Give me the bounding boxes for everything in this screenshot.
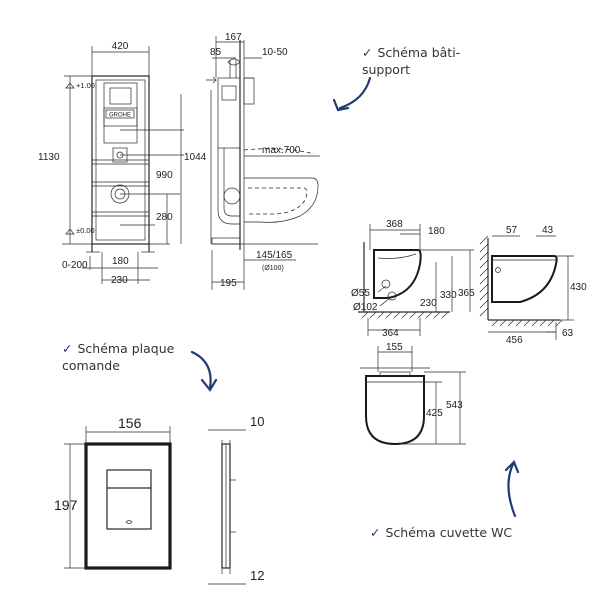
- frame-front-dimensions: 420 1130 +1.00 ±0.00 1044 990 280 180 23…: [38, 41, 212, 286]
- bowl-profile-view: 57 43 430 456 63: [479, 225, 587, 346]
- check-icon: ✓: [62, 341, 73, 356]
- bowl-caption-arrow: [507, 462, 517, 518]
- caption-plate-text: Schéma plaque comande: [62, 341, 175, 373]
- dim-plate-156: 156: [118, 415, 142, 431]
- dim-pipe-dia: (Ø100): [262, 265, 284, 272]
- dim-543: 543: [446, 400, 463, 411]
- dim-180: 180: [112, 256, 129, 267]
- caption-bowl-text: Schéma cuvette WC: [385, 525, 513, 540]
- dim-230: 230: [111, 275, 128, 286]
- flush-plate-front: 156 197: [54, 415, 172, 570]
- dim-280: 280: [156, 212, 173, 223]
- dim-456: 456: [506, 335, 523, 346]
- level-top: +1.00: [76, 81, 95, 90]
- flush-plate-side: 10 12: [208, 414, 264, 585]
- check-icon: ✓: [362, 45, 373, 60]
- dim-155: 155: [386, 342, 403, 353]
- dim-10-50: 10-50: [262, 47, 288, 58]
- check-icon: ✓: [370, 525, 381, 540]
- dim-365: 365: [458, 288, 475, 299]
- dim-145-165: 145/165: [256, 250, 293, 261]
- caption-frame-text: Schéma bâti- support: [362, 45, 461, 77]
- caption-frame: ✓Schéma bâti- support: [362, 44, 472, 78]
- grohe-logo-text: GROHE: [109, 113, 131, 119]
- dim-990: 990: [156, 170, 173, 181]
- dim-plate-10: 10: [250, 414, 264, 429]
- caption-plate: ✓Schéma plaque comande: [62, 340, 202, 374]
- grohe-logo: GROHE: [105, 109, 135, 119]
- dim-180-bowl: 180: [428, 226, 445, 237]
- dim-425: 425: [426, 408, 443, 419]
- plate-caption-arrow: [190, 350, 212, 390]
- frame-front-view: [62, 75, 184, 253]
- dim-foot-range: 0-200: [62, 260, 88, 271]
- dim-dia55: Ø55: [351, 288, 370, 299]
- dim-max700: max.700: [262, 145, 301, 156]
- dim-230-bowl: 230: [420, 298, 437, 309]
- dim-430: 430: [570, 282, 587, 293]
- dim-85: 85: [210, 47, 222, 58]
- caption-bowl: ✓ Schéma cuvette WC: [370, 524, 550, 541]
- bowl-plan-view: 155 425 543: [360, 342, 466, 446]
- dim-420: 420: [112, 41, 129, 52]
- level-zero: ±0.00: [76, 226, 95, 235]
- frame-side-view: 167 85 10-50 max.700 195 145/165 (Ø100): [206, 32, 320, 290]
- dim-dia102: Ø102: [353, 302, 378, 313]
- dim-195: 195: [220, 278, 237, 289]
- dim-1044: 1044: [184, 152, 207, 163]
- bowl-side-view: 368 180 Ø55 Ø102 230 330 365 364: [351, 219, 475, 339]
- dim-plate-197: 197: [54, 497, 78, 513]
- dim-63: 63: [562, 328, 574, 339]
- dim-43: 43: [542, 225, 554, 236]
- dim-167: 167: [225, 32, 242, 43]
- dim-330: 330: [440, 290, 457, 301]
- dim-368: 368: [386, 219, 403, 230]
- dim-364: 364: [382, 328, 399, 339]
- dim-1130: 1130: [38, 152, 60, 163]
- frame-caption-arrow: [338, 76, 372, 110]
- dim-plate-12: 12: [250, 568, 264, 583]
- dim-57: 57: [506, 225, 518, 236]
